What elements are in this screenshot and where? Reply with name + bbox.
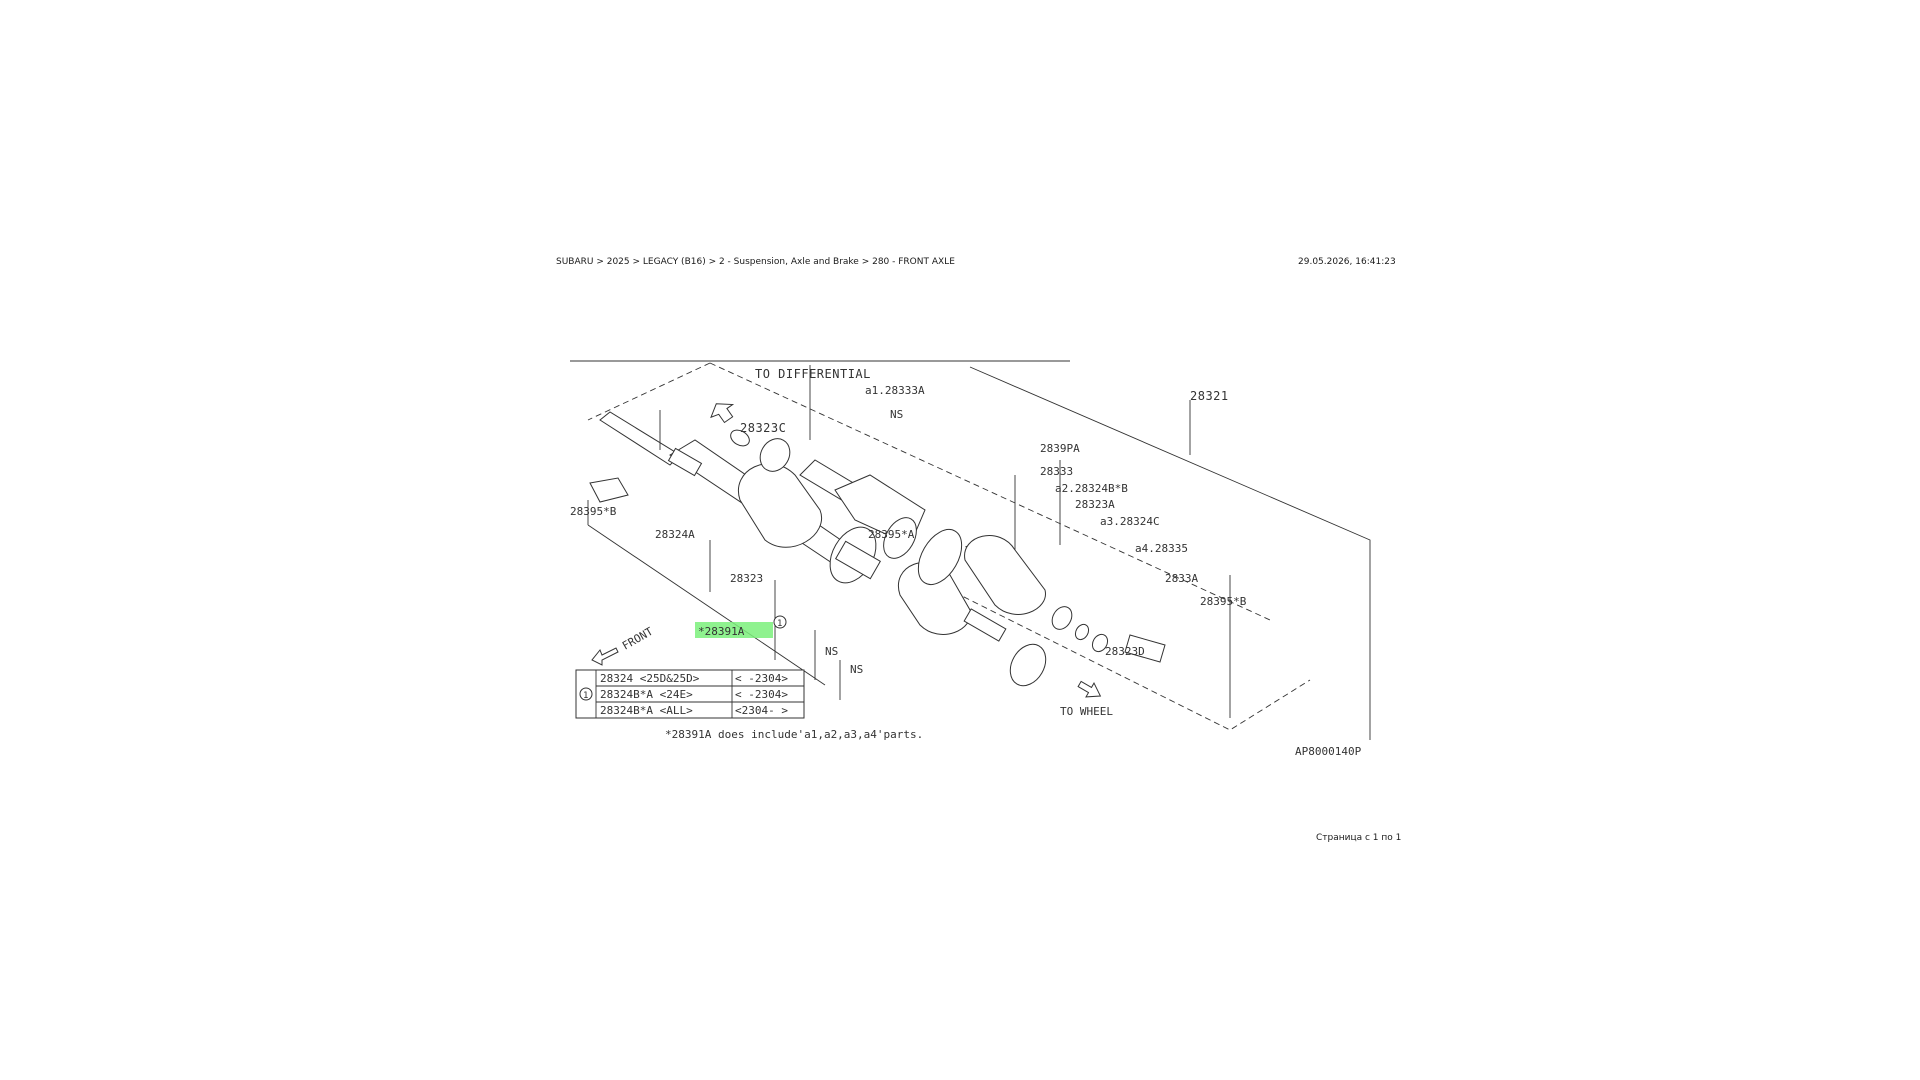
- arrow-front-icon: [591, 647, 619, 666]
- outboard-boot: [897, 561, 971, 635]
- label-28395a: 28395*A: [868, 528, 915, 541]
- table-row-1-range: < -2304>: [735, 672, 788, 685]
- label-28321: 28321: [1190, 389, 1229, 403]
- cap-right: [1124, 634, 1166, 663]
- inner-frame-dash: [909, 569, 1311, 731]
- spec-table: 1 28324 <25D&25D> < -2304> 28324B*A <24E…: [575, 669, 805, 719]
- label-28391a: *28391A: [698, 625, 745, 638]
- label-28395b-left: 28395*B: [570, 505, 617, 518]
- table-marker: 1: [583, 691, 588, 701]
- parts-diagram-svg: TO DIFFERENTIAL a1.28333A 28321 28323C N…: [570, 360, 1371, 758]
- left-shaft-collar: [667, 447, 703, 477]
- inboard-joint: [834, 540, 882, 580]
- right-frame: [969, 366, 1371, 740]
- outboard-stub: [963, 608, 1007, 642]
- circlip-a4: [1074, 623, 1090, 641]
- label-28324c: a3.28324C: [1100, 515, 1160, 528]
- table-row-3-range: <2304- >: [735, 704, 788, 717]
- footnote: *28391A does include'a1,a2,a3,a4'parts.: [665, 728, 923, 741]
- left-shaft-spline: [599, 411, 681, 466]
- page-indicator: Страница с 1 по 1: [1316, 833, 1402, 843]
- label-28323: 28323: [730, 572, 763, 585]
- parts-diagram: TO DIFFERENTIAL a1.28333A 28321 28323C N…: [570, 360, 1390, 760]
- ring-2833A: [1091, 633, 1109, 653]
- label-ns-1: NS: [890, 408, 903, 421]
- breadcrumb: SUBARU > 2025 > LEGACY (B16) > 2 - Suspe…: [556, 257, 955, 267]
- cap-left: [589, 477, 629, 503]
- label-28395b-right: 28395*B: [1200, 595, 1247, 608]
- circle-marker-text: 1: [777, 619, 782, 629]
- inboard-boot: [737, 463, 823, 548]
- table-row-3-part: 28324B*A <ALL>: [600, 704, 693, 717]
- outline-dash-2: [587, 362, 711, 421]
- clip-a1: [730, 429, 750, 447]
- label-to-wheel: TO WHEEL: [1060, 705, 1113, 718]
- label-2839pa: 2839PA: [1040, 442, 1080, 455]
- label-ns-3: NS: [850, 663, 863, 676]
- label-28333a: a1.28333A: [865, 384, 925, 397]
- label-28323d: 28323D: [1105, 645, 1145, 658]
- right-boot: [964, 535, 1046, 615]
- label-28324bb: a2.28324B*B: [1055, 482, 1128, 495]
- label-front: FRONT: [620, 625, 656, 653]
- clamp-a2: [917, 529, 963, 585]
- timestamp: 29.05.2026, 16:41:23: [1298, 257, 1396, 267]
- circle-marker: [773, 615, 787, 629]
- table-row-1-part: 28324 <25D&25D>: [600, 672, 700, 685]
- label-28323a: 28323A: [1075, 498, 1115, 511]
- table-row-2-range: < -2304>: [735, 688, 788, 701]
- highlight-28391a: [695, 622, 773, 638]
- label-28335: a4.28335: [1135, 542, 1188, 555]
- label-to-differential: TO DIFFERENTIAL: [755, 367, 871, 381]
- outline-line-3: [587, 524, 826, 686]
- seal-right: [759, 438, 791, 472]
- arrow-differential-icon: [710, 403, 735, 424]
- outline-dash-1: [709, 362, 1271, 621]
- label-2833a: 2833A: [1165, 572, 1198, 585]
- outboard-seal: [1009, 643, 1047, 687]
- label-28323c: 28323C: [740, 421, 786, 435]
- clamp-a3: [1051, 606, 1073, 630]
- arrow-wheel-icon: [1077, 680, 1102, 698]
- label-28324a: 28324A: [655, 528, 695, 541]
- drawing-code: AP8000140P: [1295, 745, 1362, 758]
- label-ns-2: NS: [825, 645, 838, 658]
- table-row-2-part: 28324B*A <24E>: [600, 688, 693, 701]
- ring-28333: [883, 517, 917, 559]
- label-28333: 28333: [1040, 465, 1073, 478]
